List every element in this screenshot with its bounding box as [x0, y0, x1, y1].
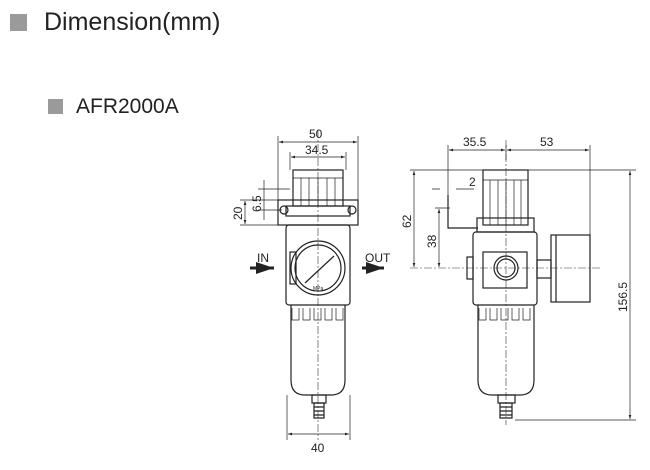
dim-35-5: 35.5	[463, 135, 487, 149]
in-label: IN	[257, 251, 269, 265]
dim-6-5: 6.5	[250, 195, 264, 212]
dim-40: 40	[311, 441, 325, 455]
model-marker	[48, 99, 63, 114]
drain-valve	[499, 402, 513, 419]
dim-38: 38	[425, 234, 439, 248]
adjust-knob	[482, 169, 529, 226]
gauge-unit: MPa	[313, 286, 324, 292]
drain-valve	[313, 402, 325, 419]
dim-62: 62	[400, 214, 414, 228]
out-label: OUT	[365, 251, 391, 265]
dim-20: 20	[231, 206, 245, 220]
section-marker	[10, 14, 27, 31]
port	[493, 255, 519, 281]
page-title: Dimension(mm)	[44, 8, 221, 36]
dim-156-5: 156.5	[616, 282, 630, 312]
dim-2: 2	[469, 175, 476, 189]
side-view: 35.5 53 2 62 38 156.5	[400, 135, 636, 425]
dim-53: 53	[540, 135, 554, 149]
pressure-gauge	[550, 234, 591, 303]
front-view: MPa IN OUT 50 34.5 40 20 6.5	[231, 127, 391, 455]
dim-34-5: 34.5	[305, 143, 329, 157]
body	[285, 224, 351, 306]
model-name: AFR2000A	[76, 95, 179, 118]
pressure-gauge	[290, 240, 346, 296]
mounting-bracket	[447, 195, 478, 229]
dim-50: 50	[309, 127, 323, 141]
